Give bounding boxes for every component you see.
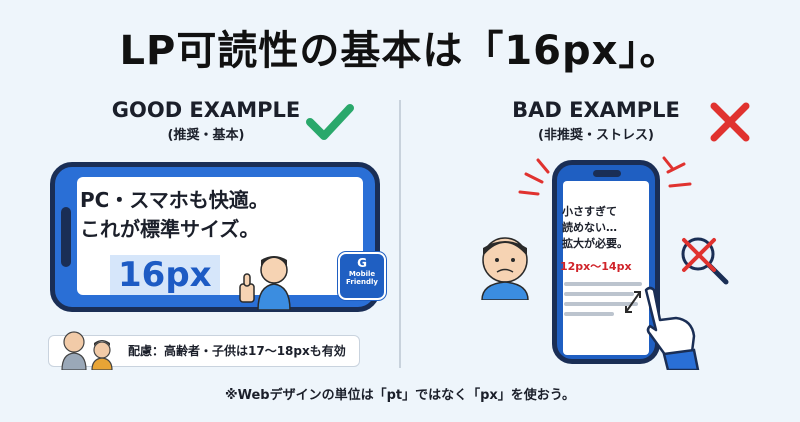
bad-text-line2: 読めない… [562,221,617,234]
font-size-16px: 16px [110,255,220,295]
placeholder-line [564,302,638,306]
badge-line1: Mobile [348,270,376,278]
bad-text-block: 小さすぎて 読めない… 拡大が必要。 [562,204,652,252]
font-size-range: 12px〜14px [560,260,632,273]
badge-letter: G [357,256,367,270]
good-text-line1: PC・スマホも快適。 [80,188,269,212]
pointing-hand-icon [644,286,700,370]
cross-icon [710,102,750,142]
good-subheading: (推奨・基本) [167,128,245,143]
bad-text-line3: 拡大が必要。 [562,237,628,250]
bad-subheading: (非推奨・ストレス) [538,128,654,143]
stress-lines-icon [518,156,692,196]
mobile-friendly-badge: G Mobile Friendly [338,252,386,300]
sad-person-icon [481,237,529,300]
good-heading: GOOD EXAMPLE [111,98,301,122]
placeholder-line [564,312,614,316]
pinch-arrows-icon [625,291,641,313]
phone-notch [61,207,71,267]
badge-line2: Friendly [346,278,378,286]
bad-text-line1: 小さすぎて [562,205,617,218]
bad-phone [552,160,660,364]
center-divider [399,100,401,368]
thumbs-up-person-icon [239,256,291,310]
page-title: LP可読性の基本は「16px」。 [119,28,681,74]
magnifier-cross-icon [681,237,729,285]
check-icon [306,104,354,140]
elderly-and-child-icon [61,331,113,370]
good-text-line2: これが標準サイズ。 [80,217,260,241]
placeholder-line [564,282,642,286]
phone-screen [563,181,649,355]
placeholder-line [564,292,634,296]
footnote: ※Webデザインの単位は「pt」ではなく「px」を使おう。 [224,388,576,403]
bad-heading: BAD EXAMPLE [512,98,680,122]
good-note-text: 配慮：高齢者・子供は17〜18pxも有効 [128,344,346,358]
phone-notch [593,170,621,177]
